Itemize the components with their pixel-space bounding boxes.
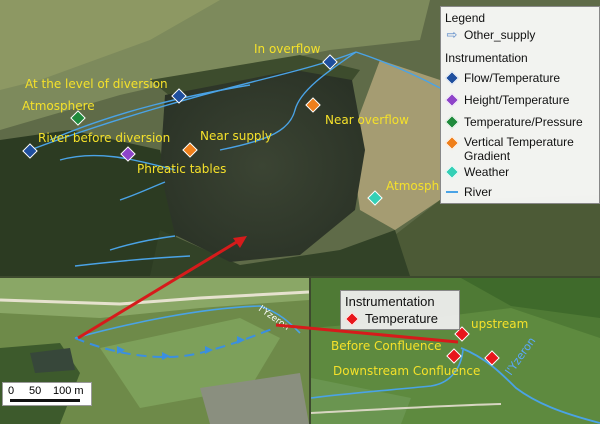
label-in-overflow: In overflow: [254, 42, 321, 56]
diamond-icon: [444, 135, 460, 151]
inset-legend-title: Instrumentation: [345, 294, 435, 309]
marker-diversion[interactable]: [171, 88, 187, 104]
label-phreatic-tables: Phreatic tables: [137, 162, 226, 176]
diamond-icon: [444, 114, 460, 130]
label-downstream-confluence: Downstream Confluence: [333, 364, 480, 378]
legend-item-other-supply: ⇨ Other_supply: [446, 27, 536, 42]
marker-near-supply[interactable]: [182, 142, 198, 158]
legend-title: Legend: [445, 11, 486, 25]
diamond-icon: [344, 311, 360, 326]
marker-before-confluence[interactable]: [446, 348, 462, 364]
legend-item-weather: Weather: [444, 164, 509, 180]
label-near-overflow: Near overflow: [325, 113, 409, 127]
road: [311, 403, 502, 414]
pond: [160, 70, 365, 262]
marker-atmosphere-left[interactable]: [70, 110, 86, 126]
inset-legend-item-temperature: Temperature: [344, 311, 438, 326]
label-upstream: upstream: [471, 317, 528, 331]
line-icon: [446, 191, 458, 193]
marker-weather[interactable]: [367, 190, 383, 206]
diamond-icon: [444, 164, 460, 180]
label-river-before-diversion: River before diversion: [38, 131, 170, 145]
legend-instrumentation-title: Instrumentation: [445, 51, 528, 65]
marker-downstream-confluence[interactable]: [484, 350, 500, 366]
legend-item-flow-temperature: Flow/Temperature: [444, 70, 560, 86]
marker-near-overflow[interactable]: [305, 97, 321, 113]
label-before-confluence: Before Confluence: [331, 339, 442, 353]
marker-upstream[interactable]: [454, 326, 470, 342]
map-legend: Legend ⇨ Other_supply Instrumentation Fl…: [440, 6, 600, 204]
diamond-icon: [444, 92, 460, 108]
label-at-level-diversion: At the level of diversion: [25, 77, 168, 91]
river-tributary: [311, 349, 464, 399]
legend-item-temperature-pressure: Temperature/Pressure: [444, 114, 583, 130]
marker-in-overflow[interactable]: [322, 54, 338, 70]
woodland-north: [461, 278, 600, 318]
supply-channel: [74, 327, 276, 358]
bare-ground: [350, 60, 440, 230]
label-atmosphere-left: Atmosphere: [22, 99, 95, 113]
marker-phreatic-tables[interactable]: [120, 146, 136, 162]
instrument-markers: [22, 54, 383, 206]
scale-line: [10, 399, 80, 402]
village: [200, 373, 309, 424]
label-atmosphere-right: Atmosph: [386, 179, 439, 193]
diamond-icon: [444, 70, 460, 86]
legend-item-vertical-temperature-gradient: Vertical Temperature Gradient: [444, 135, 592, 163]
legend-item-height-temperature: Height/Temperature: [444, 92, 569, 108]
marker-river-before-diversion[interactable]: [22, 143, 38, 159]
inset-legend: Instrumentation Temperature: [340, 290, 460, 330]
arrow-right-icon: ⇨: [446, 27, 458, 42]
river-yzeron-right: [460, 347, 600, 424]
label-near-supply: Near supply: [200, 129, 272, 143]
scale-bar: 0 50 100 m: [2, 382, 92, 406]
legend-item-river: River: [445, 185, 492, 199]
pond-small: [30, 348, 75, 373]
